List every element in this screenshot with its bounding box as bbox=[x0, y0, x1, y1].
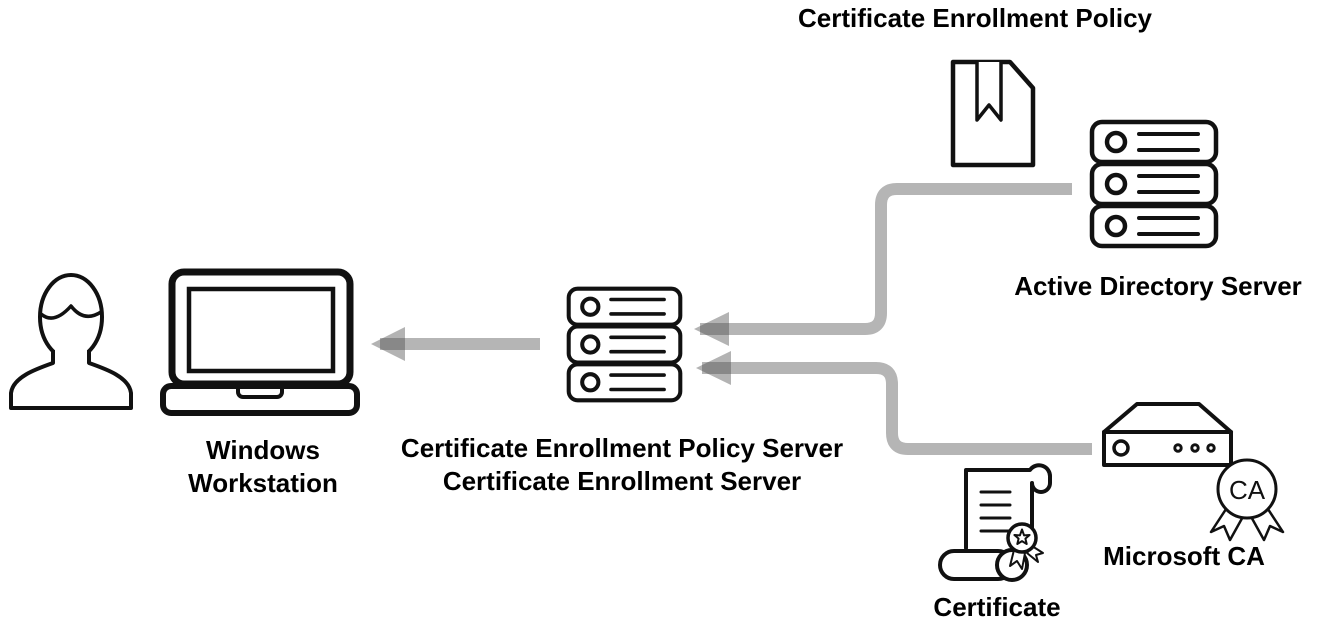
arrowhead-from-ca bbox=[696, 351, 731, 385]
enrollment-policy-server-icon bbox=[569, 289, 681, 401]
enrollment-policy-server-label: Certificate Enrollment Policy Server Cer… bbox=[400, 433, 844, 496]
active-directory-server-icon bbox=[1092, 122, 1216, 246]
certificate-label: Certificate bbox=[933, 592, 1061, 622]
title-text: Certificate Enrollment Policy bbox=[798, 3, 1152, 33]
microsoft-ca-label: Microsoft CA bbox=[1103, 541, 1265, 571]
arrowheads bbox=[371, 312, 731, 385]
workstation-label: Windows Workstation bbox=[188, 435, 338, 498]
bookmark-document-icon bbox=[950, 59, 1036, 168]
ca-badge-icon: CA bbox=[1209, 458, 1285, 542]
connector-ca-to-eps bbox=[702, 362, 1092, 455]
user-icon bbox=[9, 273, 133, 410]
arrowhead-from-ad bbox=[694, 312, 729, 346]
active-directory-label: Active Directory Server bbox=[1014, 271, 1302, 301]
connector-ad-to-eps bbox=[700, 183, 1072, 335]
ca-badge-label: CA bbox=[1229, 475, 1266, 505]
arrowhead-to-workstation bbox=[371, 327, 405, 361]
laptop-icon bbox=[160, 268, 360, 416]
certificate-scroll-icon bbox=[938, 463, 1052, 582]
diagram-title: Certificate Enrollment Policy bbox=[798, 2, 1152, 35]
ca-appliance-icon bbox=[1102, 402, 1233, 467]
